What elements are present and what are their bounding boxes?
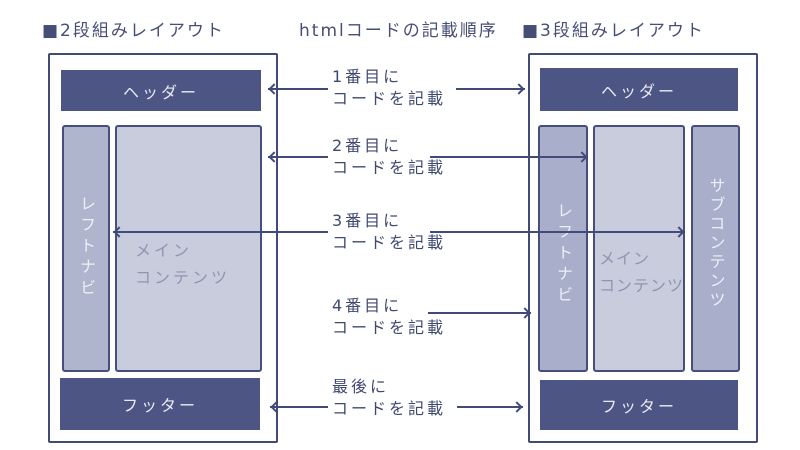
three-column-leftnav-block: レフトナビ: [538, 125, 588, 372]
step-last-line-right: [457, 406, 523, 408]
html-code-order-title: htmlコードの記載順序: [299, 21, 498, 41]
three-column-main-label: メイン コンテンツ: [599, 245, 684, 299]
three-column-sub-label: サブコンテンツ: [706, 177, 726, 310]
three-column-header-block: ヘッダー: [540, 68, 738, 111]
two-column-main-label-line2: コンテンツ: [135, 268, 231, 287]
two-column-footer-block: フッター: [60, 378, 260, 430]
step-last-label: 最後に コードを記載: [332, 376, 446, 420]
step-1-label-line2: コードを記載: [332, 89, 447, 108]
step-2-line-left: [268, 156, 328, 158]
step-last-label-line2: コードを記載: [332, 399, 447, 418]
three-column-sub-block: サブコンテンツ: [691, 125, 740, 372]
step-last-arrowhead-right-icon: [511, 401, 523, 413]
step-4-label-line2: コードを記載: [332, 318, 447, 337]
step-1-label-line1: 1番目に: [332, 67, 403, 86]
step-2-label-line1: 2番目に: [332, 136, 403, 155]
step-2-label-line2: コードを記載: [332, 158, 447, 177]
step-1-label: 1番目に コードを記載: [332, 66, 446, 110]
two-column-leftnav-block: レフトナビ: [62, 125, 110, 372]
step-last-label-line1: 最後に: [332, 377, 390, 396]
three-column-main-label-line2: コンテンツ: [599, 276, 685, 295]
three-column-wireframe: ヘッダー レフトナビ メイン コンテンツ サブコンテンツ フッター: [528, 53, 758, 443]
step-1-arrowhead-right-icon: [513, 83, 525, 95]
three-column-layout-title: ■3段組みレイアウト: [522, 21, 705, 41]
step-last-line-left: [270, 406, 328, 408]
step-3-label-line2: コードを記載: [332, 233, 447, 252]
step-4-label-line1: 4番目に: [332, 296, 403, 315]
two-column-header-block: ヘッダー: [61, 70, 261, 111]
two-column-main-label-line1: メイン: [135, 241, 193, 260]
step-2-label: 2番目に コードを記載: [332, 135, 446, 179]
step-3-line-right: [430, 231, 685, 233]
step-2-line-right: [430, 156, 588, 158]
step-1-line-left: [268, 88, 328, 90]
step-3-label: 3番目に コードを記載: [332, 210, 446, 254]
step-4-label: 4番目に コードを記載: [332, 295, 446, 339]
step-1-line-right: [456, 88, 525, 90]
two-column-main-block: メイン コンテンツ: [115, 125, 262, 372]
step-4-line-right: [428, 312, 531, 314]
three-column-leftnav-label: レフトナビ: [554, 202, 573, 307]
two-column-layout-title: ■2段組みレイアウト: [42, 21, 225, 41]
two-column-wireframe: ヘッダー レフトナビ メイン コンテンツ フッター: [48, 53, 278, 443]
two-column-main-label: メイン コンテンツ: [135, 237, 230, 291]
three-column-footer-block: フッター: [540, 380, 738, 430]
two-column-leftnav-label: レフトナビ: [77, 195, 96, 300]
step-3-line-left: [113, 231, 328, 233]
three-column-main-label-line1: メイン: [599, 249, 651, 268]
step-3-label-line1: 3番目に: [332, 211, 403, 230]
three-column-main-block: メイン コンテンツ: [593, 125, 685, 372]
